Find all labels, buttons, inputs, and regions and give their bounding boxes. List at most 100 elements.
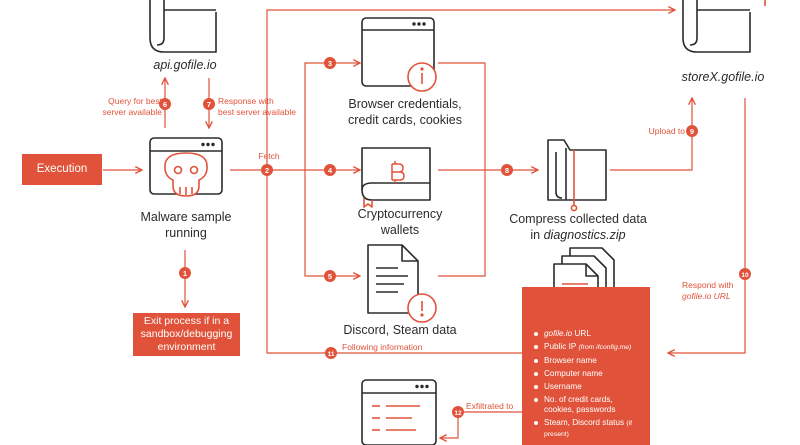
arrow-fetch-discord bbox=[304, 170, 360, 276]
respond-label-line-2: gofile.io URL bbox=[682, 291, 731, 302]
step-badge-1: 1 bbox=[179, 267, 191, 279]
exfil-window-icon bbox=[361, 379, 437, 445]
fetch-label: Fetch bbox=[258, 151, 280, 161]
compress-label-filename: diagnostics.zip bbox=[543, 227, 626, 242]
step-badge-10: 10 bbox=[739, 268, 751, 280]
step-badge-8: 8 bbox=[501, 164, 513, 176]
warning-icon bbox=[407, 293, 437, 323]
query-label-line-1: Query for best bbox=[108, 96, 162, 106]
compress-label-line-2: in diagnostics.zip bbox=[508, 228, 648, 244]
compress-label: Compress collected data in diagnostics.z… bbox=[508, 212, 648, 243]
response-label-line-2: best server available bbox=[218, 107, 296, 118]
browser-label: Browser credentials, credit cards, cooki… bbox=[335, 97, 475, 128]
line-fetch-to-store bbox=[266, 10, 675, 170]
info-item-gofile-url: gofile.io URL bbox=[532, 329, 644, 339]
execution-label: Execution bbox=[36, 163, 88, 176]
info-item-public-ip: Public IP (from ifconfig.me) bbox=[532, 342, 644, 352]
step-badge-2: 2 bbox=[261, 164, 273, 176]
step-number-4: 4 bbox=[328, 166, 333, 175]
api-server-icon bbox=[149, 0, 217, 53]
info-item-computer-name: Computer name bbox=[532, 369, 644, 379]
wallet-book-icon bbox=[361, 147, 431, 208]
compress-label-line-1: Compress collected data bbox=[509, 212, 647, 226]
execution-box: Execution bbox=[22, 154, 102, 185]
bitcoin-icon bbox=[391, 161, 405, 183]
compress-label-in: in bbox=[530, 227, 541, 242]
step-badge-6: 6 bbox=[159, 98, 171, 110]
step-number-12: 12 bbox=[454, 410, 462, 417]
info-item-text: Public IP bbox=[544, 342, 579, 352]
arrow-fetch-browser bbox=[304, 63, 360, 170]
info-item-text: Steam, Discord status bbox=[544, 418, 627, 428]
step-number-10: 10 bbox=[741, 272, 749, 279]
step-number-8: 8 bbox=[505, 166, 509, 175]
skull-icon bbox=[164, 152, 208, 197]
api-server-label: api.gofile.io bbox=[153, 58, 217, 72]
info-item-emph: gofile.io bbox=[544, 329, 573, 338]
step-badge-11: 11 bbox=[325, 347, 337, 359]
step-number-1: 1 bbox=[183, 269, 187, 278]
store-server-icon bbox=[682, 0, 766, 53]
step-badge-3: 3 bbox=[324, 57, 336, 69]
malware-label: Malware sample running bbox=[125, 210, 247, 241]
malware-label-line-1: Malware sample bbox=[140, 210, 232, 224]
step-number-5: 5 bbox=[328, 272, 332, 281]
info-item-text: URL bbox=[572, 329, 591, 338]
exit-label-line-1: Exit process if in a bbox=[143, 314, 230, 327]
step-number-9: 9 bbox=[690, 127, 694, 136]
collected-info-panel: gofile.io URL Public IP (from ifconfig.m… bbox=[522, 287, 650, 445]
discord-label: Discord, Steam data bbox=[343, 323, 457, 337]
query-label-line-2: server available bbox=[102, 107, 162, 118]
step-badge-5: 5 bbox=[324, 270, 336, 282]
browser-window-icon bbox=[361, 17, 435, 87]
browser-label-line-2: credit cards, cookies bbox=[348, 112, 462, 127]
upload-label: Upload to bbox=[648, 126, 685, 136]
exfiltrated-label: Exfiltrated to bbox=[466, 401, 514, 411]
zip-folder-icon bbox=[547, 139, 607, 212]
collected-info-list: gofile.io URL Public IP (from ifconfig.m… bbox=[532, 329, 644, 439]
info-item-text: No. of credit cards, cookies, passwords bbox=[544, 395, 616, 415]
info-item-username: Username bbox=[532, 382, 644, 392]
info-item-sub: (from ifconfig.me) bbox=[578, 344, 632, 352]
respond-label-line-1: Respond with bbox=[682, 280, 734, 290]
response-label: Response with best server available bbox=[218, 96, 308, 118]
info-item-counts: No. of credit cards, cookies, passwords bbox=[532, 395, 644, 415]
store-server-label: storeX.gofile.io bbox=[681, 70, 765, 84]
info-item-browser-name: Browser name bbox=[532, 356, 644, 366]
browser-label-line-1: Browser credentials, bbox=[348, 97, 462, 111]
step-number-3: 3 bbox=[328, 59, 332, 68]
info-item-text: Computer name bbox=[544, 368, 603, 378]
step-badge-4: 4 bbox=[324, 164, 336, 176]
crypto-label-line-1: Cryptocurrency bbox=[357, 207, 443, 221]
line-browser-out bbox=[438, 62, 486, 170]
info-item-text: Username bbox=[544, 382, 582, 392]
step-number-7: 7 bbox=[207, 100, 211, 109]
exit-box: Exit process if in a sandbox/debugging e… bbox=[133, 313, 240, 356]
crypto-label-line-2: wallets bbox=[380, 222, 420, 237]
info-icon bbox=[407, 62, 437, 92]
info-item-sub: (if present) bbox=[544, 420, 633, 438]
crypto-label: Cryptocurrency wallets bbox=[335, 207, 465, 238]
line-discord-out bbox=[438, 170, 486, 277]
step-badges: 1 2 3 4 5 6 7 8 9 10 11 12 bbox=[159, 57, 751, 418]
exit-label-line-3: environment bbox=[157, 341, 216, 354]
arrow-respond bbox=[668, 98, 746, 353]
exit-label-line-2: sandbox/debugging bbox=[140, 327, 233, 340]
query-label: Query for best server available bbox=[92, 96, 162, 118]
info-item-steam-discord: Steam, Discord status (if present) bbox=[532, 418, 644, 439]
info-item-text: Browser name bbox=[544, 355, 597, 365]
step-number-6: 6 bbox=[163, 100, 167, 109]
step-number-2: 2 bbox=[265, 166, 269, 175]
step-number-11: 11 bbox=[328, 351, 335, 358]
step-badge-7: 7 bbox=[203, 98, 215, 110]
malware-label-line-2: running bbox=[165, 225, 207, 240]
document-icon bbox=[367, 244, 419, 314]
following-label: Following information bbox=[342, 342, 423, 352]
step-badge-9: 9 bbox=[686, 125, 698, 137]
line-following-info bbox=[266, 170, 522, 354]
arrow-upload bbox=[610, 98, 692, 171]
response-label-line-1: Response with bbox=[218, 96, 274, 106]
respond-label: Respond with gofile.io URL bbox=[682, 280, 742, 302]
step-badge-12: 12 bbox=[452, 406, 464, 418]
arrow-exfiltrated bbox=[440, 411, 522, 438]
